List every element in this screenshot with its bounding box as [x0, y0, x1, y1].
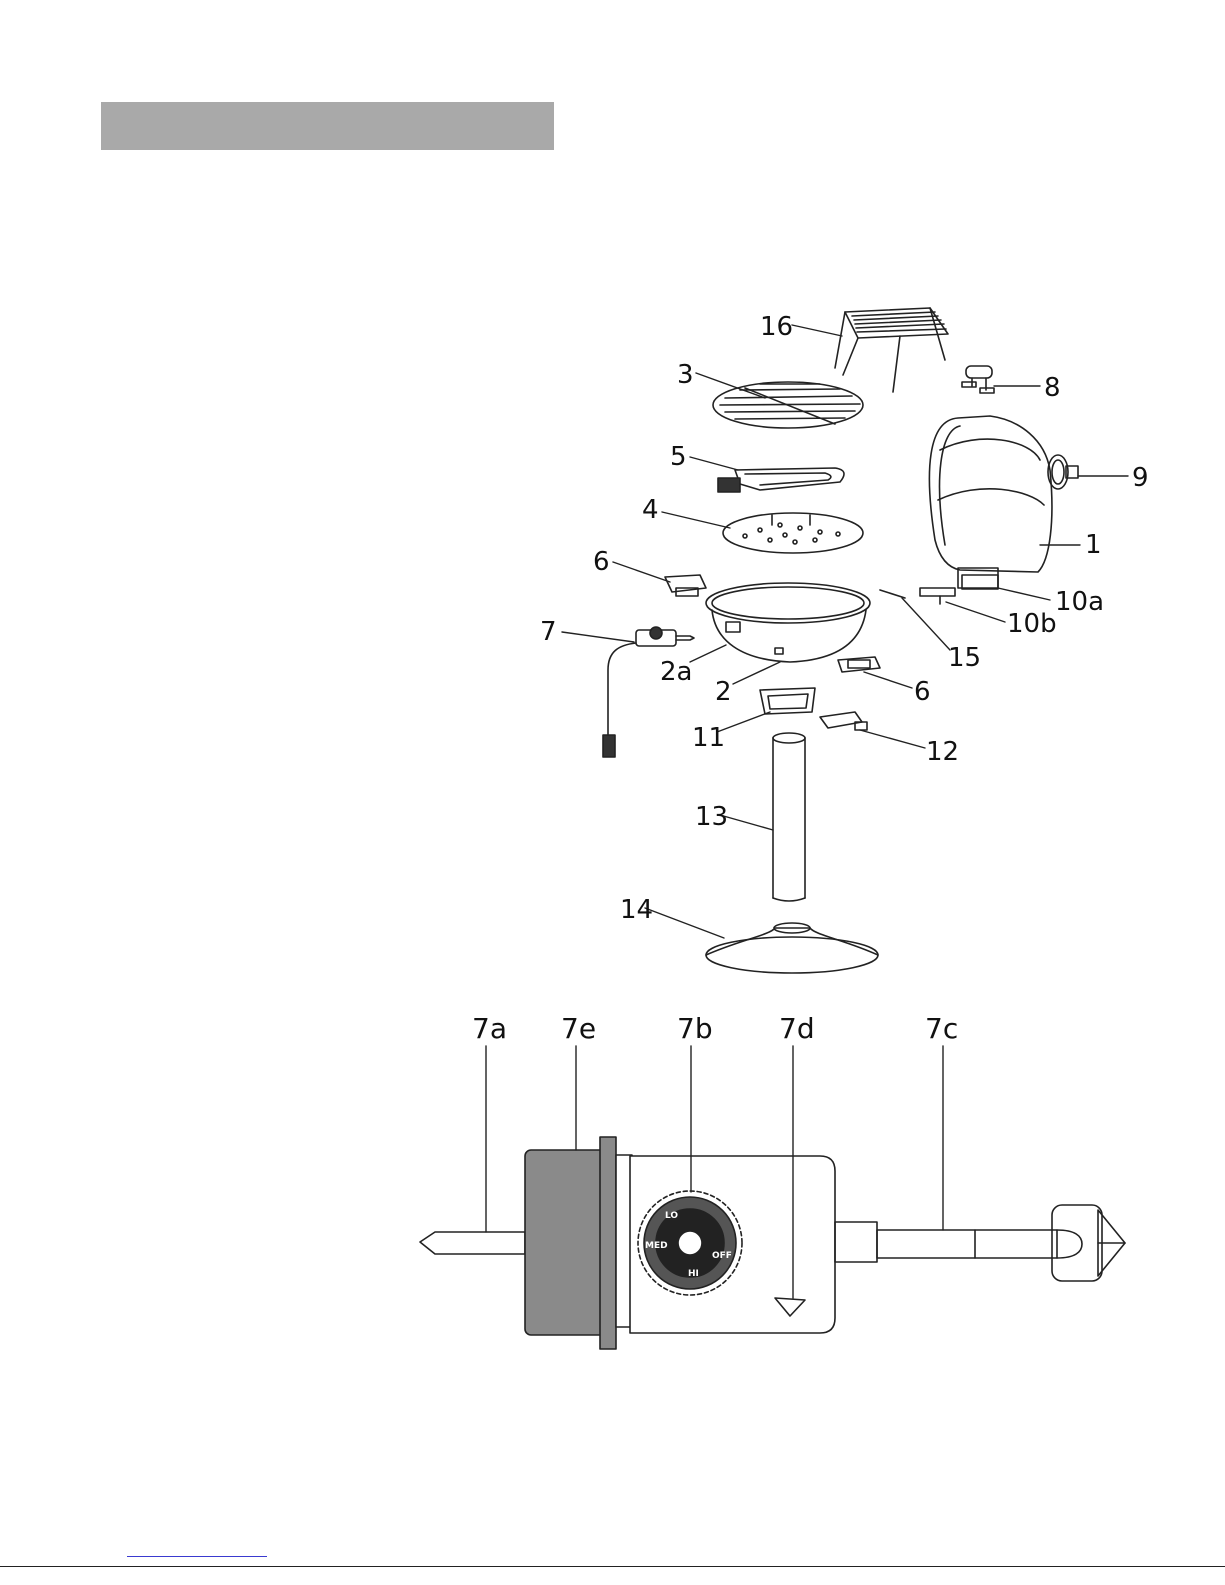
label-part-1: 1 — [1085, 530, 1102, 560]
dial-off-label: OFF — [712, 1251, 732, 1261]
cooking-grate — [713, 382, 863, 428]
hinge-bracket-a — [962, 575, 998, 589]
dial-med-label: MED — [645, 1241, 668, 1251]
controller-detail — [420, 1046, 1125, 1349]
grill-lid — [929, 416, 1052, 588]
drip-plate — [723, 513, 863, 553]
label-part-6-right: 6 — [914, 677, 931, 707]
side-handle-left — [665, 575, 706, 596]
label-controller-7c: 7c — [925, 1012, 958, 1045]
stand-base — [706, 923, 878, 973]
heating-element — [718, 468, 844, 492]
label-controller-7d: 7d — [779, 1012, 815, 1045]
label-part-4: 4 — [642, 495, 659, 525]
label-controller-7a: 7a — [472, 1012, 507, 1045]
label-part-13: 13 — [695, 802, 728, 832]
dial-lo-label: LO — [665, 1211, 678, 1221]
label-part-7: 7 — [540, 617, 557, 647]
label-part-5: 5 — [670, 442, 687, 472]
label-part-10b: 10b — [1007, 609, 1057, 639]
hinge-pin — [880, 590, 905, 598]
dial-hi-label: HI — [688, 1269, 699, 1279]
label-part-15: 15 — [948, 643, 981, 673]
label-part-12: 12 — [926, 737, 959, 767]
base-bowl — [706, 583, 870, 662]
footer-rule — [0, 1566, 1225, 1567]
label-part-10a: 10a — [1055, 587, 1104, 617]
label-part-6-left: 6 — [593, 547, 610, 577]
stand-post — [773, 733, 805, 901]
label-part-3: 3 — [677, 360, 694, 390]
grease-tray — [820, 712, 867, 730]
label-part-2a: 2a — [660, 657, 692, 687]
lid-vent — [1048, 455, 1078, 489]
label-part-11: 11 — [692, 723, 725, 753]
label-controller-7b: 7b — [677, 1012, 713, 1045]
power-cord — [603, 627, 694, 757]
hinge-bracket-b — [920, 588, 955, 604]
label-part-8: 8 — [1044, 373, 1061, 403]
footer-link[interactable] — [127, 1555, 267, 1557]
label-part-14: 14 — [620, 895, 653, 925]
label-controller-7e: 7e — [561, 1012, 596, 1045]
label-part-16: 16 — [760, 312, 793, 342]
side-handle-right — [838, 657, 880, 672]
lid-handle — [962, 366, 994, 393]
warming-rack — [835, 308, 948, 392]
support-bracket — [760, 688, 815, 714]
label-part-2: 2 — [715, 677, 732, 707]
label-part-9: 9 — [1132, 463, 1149, 493]
